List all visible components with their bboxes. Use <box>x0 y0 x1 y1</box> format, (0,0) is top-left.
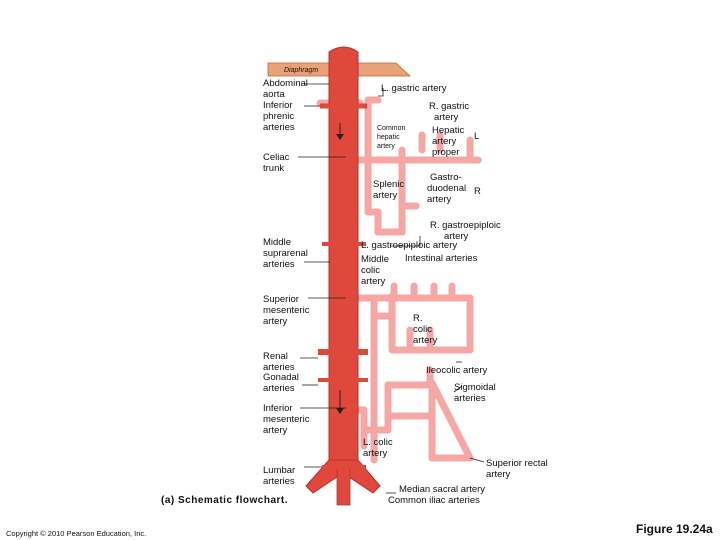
label-sigmoidal-arteries: Sigmoidal arteries <box>454 382 498 404</box>
label-ileocolic-artery: Ileocolic artery <box>426 365 487 376</box>
label-renal-arteries: Renal arteries <box>263 351 295 373</box>
label-hepatic-artery-proper: Hepatic artery proper <box>432 125 467 158</box>
label-gastroduodenal-artery: Gastro- duodenal artery <box>427 172 469 205</box>
copyright-notice: Copyright © 2010 Pearson Education, Inc. <box>6 529 146 538</box>
label-median-sacral-artery: Median sacral artery <box>399 484 485 495</box>
label-common-hepatic-artery: Common hepatic artery <box>377 125 407 150</box>
figure-number: Figure 19.24a <box>636 522 713 536</box>
label-intestinal-arteries: Intestinal arteries <box>405 253 478 264</box>
label-celiac-trunk: Celiac trunk <box>263 152 292 174</box>
left-labels: Abdominal aorta Inferior phrenic arterie… <box>263 78 312 487</box>
label-left-gastroepiploic-artery: L. gastroepiploic artery <box>361 240 457 251</box>
label-splenic-artery: Splenic artery <box>373 179 407 201</box>
label-superior-mesenteric-artery: Superior mesenteric artery <box>263 294 312 327</box>
label-left-colic-artery: L. colic artery <box>363 437 395 459</box>
label-inferior-phrenic-arteries: Inferior phrenic arteries <box>263 100 297 133</box>
label-inferior-mesenteric-artery: Inferior mesenteric artery <box>263 403 312 436</box>
label-right-colic-artery: R. colic artery <box>413 313 438 346</box>
diaphragm-label: Diaphragm <box>284 67 318 74</box>
right-labels: L. gastric artery Common hepatic artery … <box>361 83 550 506</box>
leader-lines <box>298 83 485 494</box>
label-middle-colic-artery: Middle colic artery <box>361 254 392 287</box>
label-abdominal-aorta: Abdominal aorta <box>263 78 311 100</box>
branch-network <box>316 96 482 464</box>
diagram-caption: (a) Schematic flowchart. <box>161 495 288 506</box>
abdominal-aorta <box>305 46 381 506</box>
label-gonadal-arteries: Gonadal arteries <box>263 372 302 394</box>
label-superior-rectal-artery: Superior rectal artery <box>486 458 550 480</box>
label-right-hepatic: R <box>474 186 481 197</box>
label-middle-suprarenal-arteries: Middle suprarenal arteries <box>263 237 311 270</box>
label-right-gastroepiploic-artery: R. gastroepiploic artery <box>430 220 503 242</box>
label-lumbar-arteries: Lumbar arteries <box>263 465 298 487</box>
label-left-hepatic: L <box>474 131 479 142</box>
label-right-gastric-artery: R. gastric artery <box>429 101 472 123</box>
label-left-gastric-artery: L. gastric artery <box>381 83 447 94</box>
label-common-iliac-arteries: Common iliac arteries <box>388 495 480 506</box>
